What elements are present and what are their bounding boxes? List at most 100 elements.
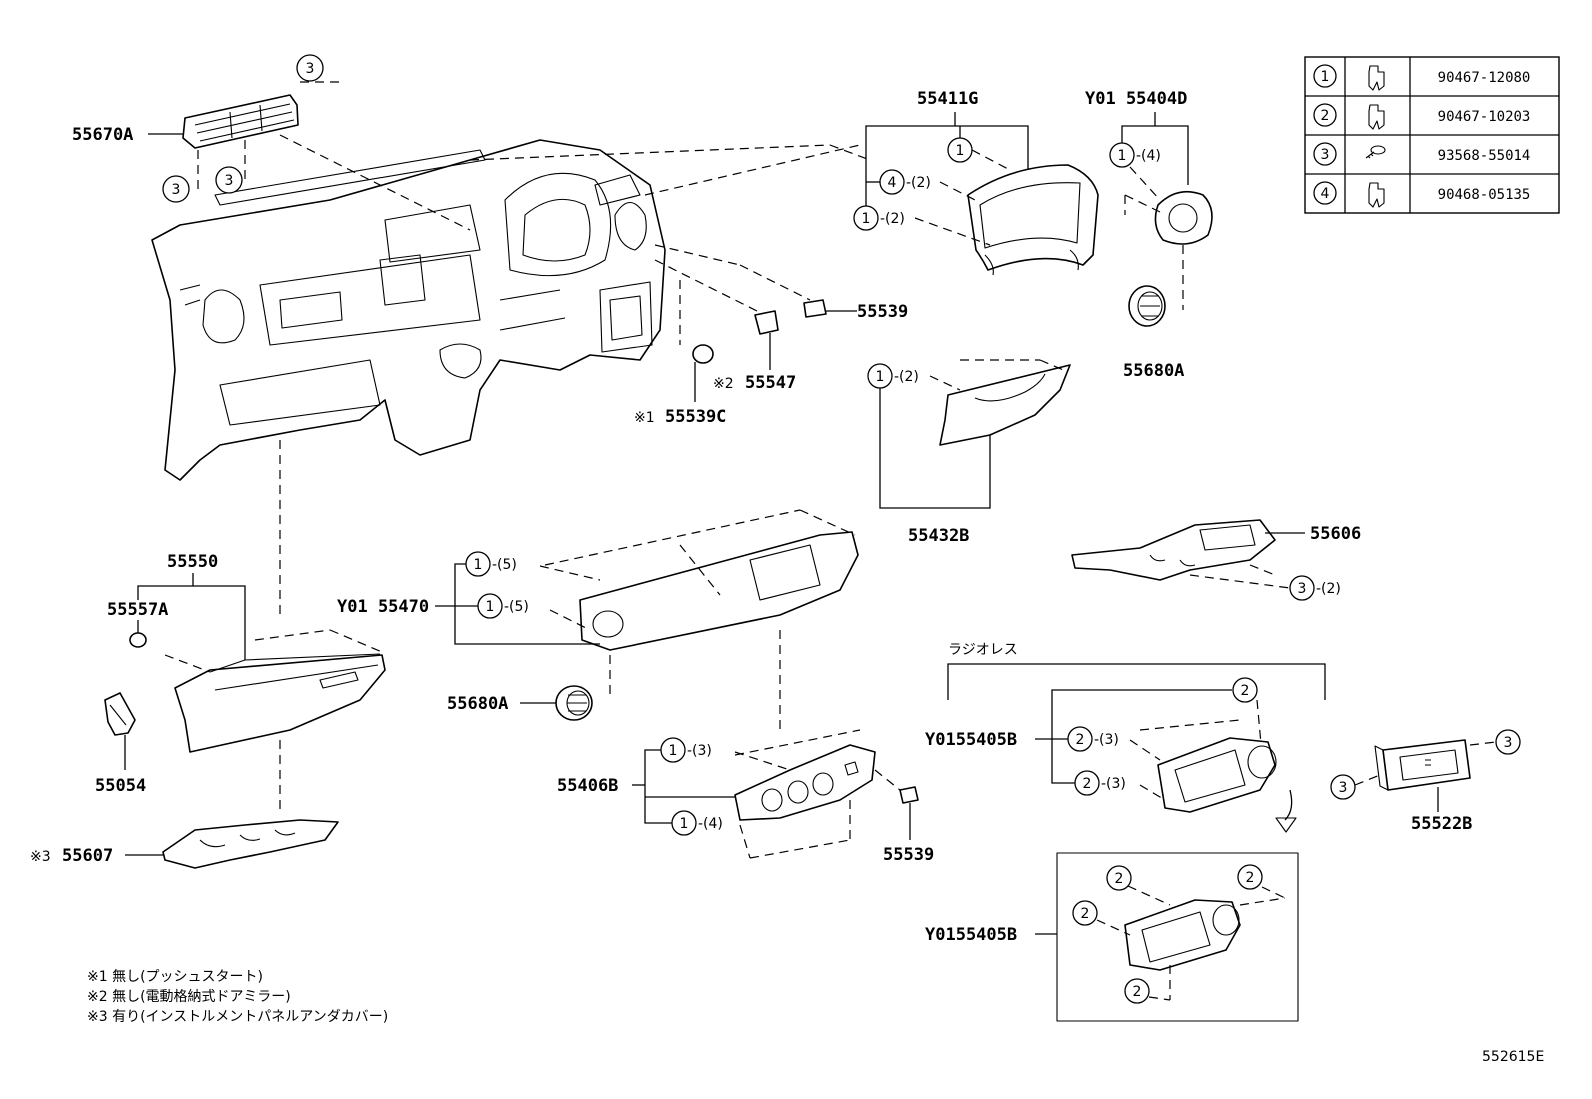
part-number-label: 55680A — [447, 694, 508, 714]
fastener-table: 1 90467-12080 2 90467-10203 3 93568-5501… — [1304, 56, 1560, 214]
fastener-callout: 1 — [862, 211, 871, 227]
table-part-number: 93568-55014 — [1438, 148, 1531, 164]
table-row: 1 90467-12080 — [1313, 64, 1531, 91]
note-mark: ※3 — [30, 849, 51, 865]
part-number-label: 55411G — [917, 89, 978, 109]
part-number-label: Y01 55470 — [337, 597, 429, 617]
fastener-callout: 1 — [669, 743, 678, 759]
switch-cover — [899, 786, 919, 804]
part-number-label: 55550 — [167, 552, 218, 572]
audio-panel — [1157, 737, 1277, 813]
part-number-label: 55054 — [95, 776, 146, 796]
push-plug — [692, 344, 714, 364]
fastener-callout: 2 — [1241, 683, 1250, 699]
table-part-number: 90468-05135 — [1438, 187, 1531, 203]
table-part-number: 90467-10203 — [1438, 109, 1531, 125]
glove-box — [174, 653, 386, 753]
lamp-bulb — [129, 632, 147, 648]
round-vent — [1128, 285, 1166, 327]
side-vent-bezel — [1154, 190, 1213, 245]
part-number-label: 55539 — [883, 845, 934, 865]
part-number-label: 55539 — [857, 302, 908, 322]
quantity-label: -(2) — [1316, 581, 1341, 597]
fastener-callout: 3 — [1298, 581, 1307, 597]
quantity-label: -(4) — [1136, 148, 1161, 164]
table-key: 3 — [1321, 147, 1330, 163]
quantity-label: -(2) — [906, 175, 931, 191]
arrow-icon — [1275, 817, 1297, 833]
note-mark: ※1 — [634, 410, 655, 426]
note-mark: ※2 — [713, 376, 734, 392]
quantity-label: -(5) — [492, 557, 517, 573]
quantity-label: -(5) — [504, 599, 529, 615]
fastener-callout: 1 — [486, 599, 495, 615]
lower-panel — [939, 364, 1071, 446]
switch-cover — [803, 299, 827, 318]
bracket — [1071, 519, 1276, 581]
fastener-callout: 3 — [1504, 735, 1513, 751]
round-vent — [555, 685, 593, 721]
fastener-callout: 3 — [1339, 780, 1348, 796]
passenger-panel — [579, 531, 859, 651]
clip-icon — [1368, 182, 1385, 208]
quantity-label: -(3) — [1101, 776, 1126, 792]
part-number-label: 55607 — [62, 846, 113, 866]
quantity-label: -(3) — [687, 743, 712, 759]
quantity-label: -(4) — [698, 816, 723, 832]
part-number-label: Y0155405B — [925, 925, 1017, 945]
fastener-callout: 3 — [172, 182, 181, 198]
meter-hood — [967, 164, 1099, 276]
radio-less-label: ラジオレス — [948, 642, 1018, 658]
quantity-label: -(3) — [1094, 732, 1119, 748]
footnote: ※3 有り(インストルメントパネルアンダカバー) — [87, 1009, 388, 1025]
switch-unit — [1374, 739, 1471, 791]
fastener-callout: 1 — [680, 816, 689, 832]
part-number-label: 55680A — [1123, 361, 1184, 381]
part-number-label: 55406B — [557, 776, 618, 796]
fastener-callout: 2 — [1083, 776, 1092, 792]
fastener-callout: 1 — [876, 369, 885, 385]
table-row: 4 90468-05135 — [1313, 181, 1531, 208]
fastener-callout: 2 — [1115, 871, 1124, 887]
part-number-label: Y0155405B — [925, 730, 1017, 750]
fastener-callout: 3 — [225, 173, 234, 189]
fastener-callout: 1 — [956, 143, 965, 159]
screw-icon — [1365, 145, 1386, 159]
fastener-callout: 2 — [1081, 906, 1090, 922]
part-number-label: 55432B — [908, 526, 969, 546]
quantity-label: -(2) — [894, 369, 919, 385]
damper — [104, 692, 136, 736]
instrument-panel — [151, 139, 666, 481]
fastener-callout: 1 — [1118, 148, 1127, 164]
clip-icon — [1368, 104, 1385, 130]
under-cover — [162, 819, 339, 869]
fastener-callout: 4 — [888, 175, 897, 191]
footnote: ※1 無し(プッシュスタート) — [87, 969, 263, 985]
table-row: 2 90467-10203 — [1313, 103, 1531, 130]
fastener-callout: 2 — [1133, 984, 1142, 1000]
center-vent — [182, 94, 299, 149]
quantity-label: -(2) — [880, 211, 905, 227]
table-key: 2 — [1321, 108, 1330, 124]
fastener-callout: 2 — [1246, 870, 1255, 886]
inset-box — [1056, 852, 1299, 1022]
clip-icon — [1368, 65, 1385, 91]
part-number-label: Y01 55404D — [1085, 89, 1187, 109]
part-number-label: 55547 — [745, 373, 796, 393]
table-part-number: 90467-12080 — [1438, 70, 1531, 86]
fastener-callout: 1 — [474, 557, 483, 573]
part-number-label: 55606 — [1310, 524, 1361, 544]
fastener-callout: 2 — [1076, 732, 1085, 748]
table-key: 4 — [1321, 186, 1330, 202]
fastener-callout: 3 — [306, 61, 315, 77]
part-number-label: 55670A — [72, 125, 133, 145]
table-key: 1 — [1321, 69, 1330, 85]
audio-panel — [1124, 899, 1241, 971]
part-number-label: 55522B — [1411, 814, 1472, 834]
hole-cover — [754, 310, 779, 335]
part-number-label: 55557A — [107, 600, 168, 620]
switch-panel — [734, 744, 876, 821]
footnote: ※2 無し(電動格納式ドアミラー) — [87, 989, 291, 1005]
part-number-label: 55539C — [665, 407, 726, 427]
